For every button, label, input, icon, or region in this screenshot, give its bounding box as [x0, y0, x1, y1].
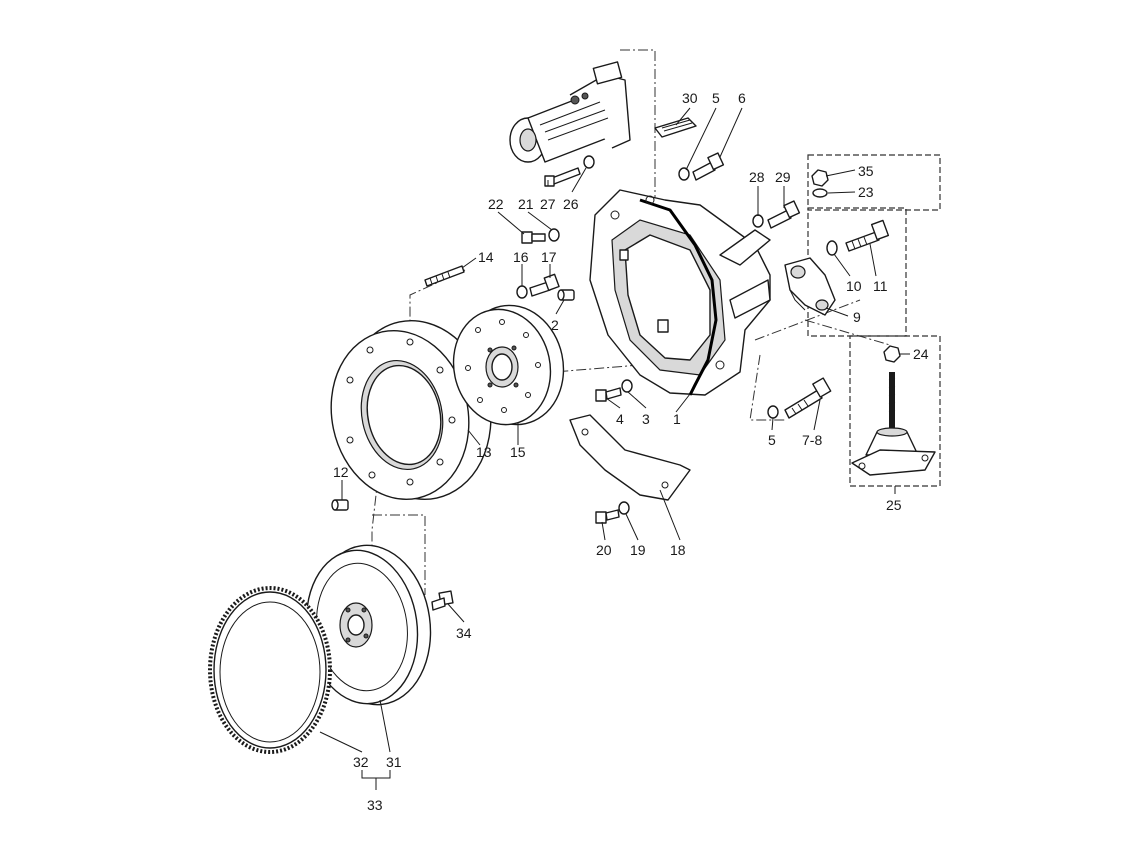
washer-26 — [583, 155, 595, 169]
callout-33: 33 — [367, 797, 383, 813]
bolt-6 — [692, 152, 725, 181]
callout-29: 29 — [775, 169, 791, 185]
callout-32: 32 — [353, 754, 369, 770]
dowel-12 — [331, 499, 349, 511]
callout-15: 15 — [510, 444, 526, 460]
callout-24: 24 — [913, 346, 929, 362]
leader-lines — [319, 107, 910, 790]
housing-gasket — [639, 198, 718, 396]
flywheel-31 — [305, 544, 432, 706]
callout-3: 3 — [642, 411, 650, 427]
bolt-27 — [544, 167, 581, 187]
callout-18: 18 — [670, 542, 686, 558]
bolt-34 — [431, 590, 454, 611]
callout-7-8: 7-8 — [802, 432, 822, 448]
washer-16 — [516, 285, 528, 299]
bolt-4 — [595, 387, 622, 402]
nut-35 — [811, 169, 829, 187]
starter-motor — [509, 61, 631, 163]
callout-19: 19 — [630, 542, 646, 558]
callout-9: 9 — [853, 309, 861, 325]
callout-31: 31 — [386, 754, 402, 770]
cover-plate-18 — [569, 414, 691, 501]
callout-labels: 30 5 6 27 26 22 21 14 16 17 2 28 29 35 2… — [333, 90, 929, 813]
callout-20: 20 — [596, 542, 612, 558]
washer-21 — [548, 228, 560, 242]
callout-21: 21 — [518, 196, 534, 212]
callout-12: 12 — [333, 464, 349, 480]
callout-4: 4 — [616, 411, 624, 427]
callout-1: 1 — [673, 411, 681, 427]
engine-mount-25 — [851, 372, 936, 476]
callout-22: 22 — [488, 196, 504, 212]
bolt-20 — [595, 509, 620, 524]
nut-24 — [883, 345, 901, 363]
callout-23: 23 — [858, 184, 874, 200]
callout-17: 17 — [541, 249, 557, 265]
washer-19 — [618, 501, 630, 515]
callout-30: 30 — [682, 90, 698, 106]
callout-25: 25 — [886, 497, 902, 513]
bolt-11 — [845, 219, 890, 252]
callout-5-lower: 5 — [768, 432, 776, 448]
stud-14 — [424, 265, 465, 287]
callout-6: 6 — [738, 90, 746, 106]
callout-10: 10 — [846, 278, 862, 294]
callout-14: 14 — [478, 249, 494, 265]
mount-group-boxes — [807, 154, 941, 487]
callout-27: 27 — [540, 196, 556, 212]
callout-5-top: 5 — [712, 90, 720, 106]
bolt-29 — [767, 200, 801, 229]
callout-13: 13 — [476, 444, 492, 460]
callout-2: 2 — [551, 317, 559, 333]
callout-16: 16 — [513, 249, 529, 265]
washer-28 — [752, 214, 764, 228]
callout-11: 11 — [873, 278, 888, 294]
washer-23 — [812, 188, 828, 198]
dowel-2 — [557, 289, 575, 301]
bolt-7-8 — [784, 377, 832, 419]
bolt-17 — [529, 273, 560, 297]
washer-10 — [826, 240, 838, 256]
callout-35: 35 — [858, 163, 874, 179]
mount-bracket-9 — [784, 257, 836, 316]
bolt-22 — [521, 231, 546, 244]
washer-3 — [621, 379, 633, 393]
flexible-coupling-15 — [452, 304, 565, 426]
callout-26: 26 — [563, 196, 579, 212]
callout-34: 34 — [456, 625, 472, 641]
callout-28: 28 — [749, 169, 765, 185]
flywheel-housing — [589, 189, 771, 396]
washer-5-lower — [767, 405, 779, 419]
washer-5-top — [678, 167, 690, 181]
ring-gear-32 — [208, 586, 332, 754]
